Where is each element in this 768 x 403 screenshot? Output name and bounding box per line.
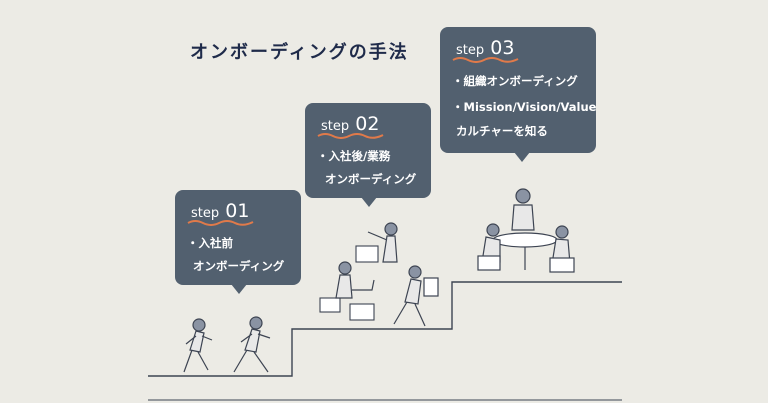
meeting-leader-figure: [511, 188, 535, 231]
step-01-number: 01: [225, 200, 250, 222]
step-02-line-1: ・入社後/業務: [317, 149, 391, 163]
step-03-line-1: ・組織オンボーディング: [452, 74, 578, 88]
carrier-figure: [393, 265, 439, 327]
presenter-figure: [367, 222, 398, 263]
runner-figure: [233, 316, 271, 373]
runner-figure: [183, 318, 213, 373]
step-02-underline: [317, 133, 384, 139]
step-03-line-2: ・Mission/Vision/Value: [452, 100, 597, 114]
step-01-line-2: オンボーディング: [193, 259, 285, 273]
step-03-number: 03: [490, 37, 515, 59]
step-03-heading: step 03: [456, 37, 514, 59]
step-01-line-1: ・入社前: [187, 236, 233, 250]
step-02-line-2: オンボーディング: [325, 172, 417, 186]
step-03-underline: [452, 57, 519, 63]
step-01-label: step: [191, 206, 220, 221]
step-03-line-3: カルチャーを知る: [456, 124, 548, 138]
sign-board: [319, 245, 379, 321]
step-02-bubble: step 02 ・入社後/業務 オンボーディング: [305, 103, 431, 207]
step-01-underline: [187, 220, 254, 226]
step-02-label: step: [321, 119, 350, 134]
step-03-label: step: [456, 43, 485, 58]
laptop-worker-figure: [335, 261, 375, 299]
step-03-bubble: step 03 ・組織オンボーディング ・Mission/Vision/Valu…: [440, 27, 597, 162]
step-02-number: 02: [355, 113, 380, 135]
meeting-table: [492, 232, 558, 270]
staircase-line: [148, 281, 622, 377]
meeting-participant-figure: [549, 225, 575, 273]
step-01-bubble: step 01 ・入社前 オンボーディング: [175, 190, 301, 294]
meeting-participant-figure: [477, 223, 501, 271]
step-02-heading: step 02: [321, 113, 379, 135]
step-01-heading: step 01: [191, 200, 249, 222]
diagram-title: オンボーディングの手法: [190, 42, 409, 63]
